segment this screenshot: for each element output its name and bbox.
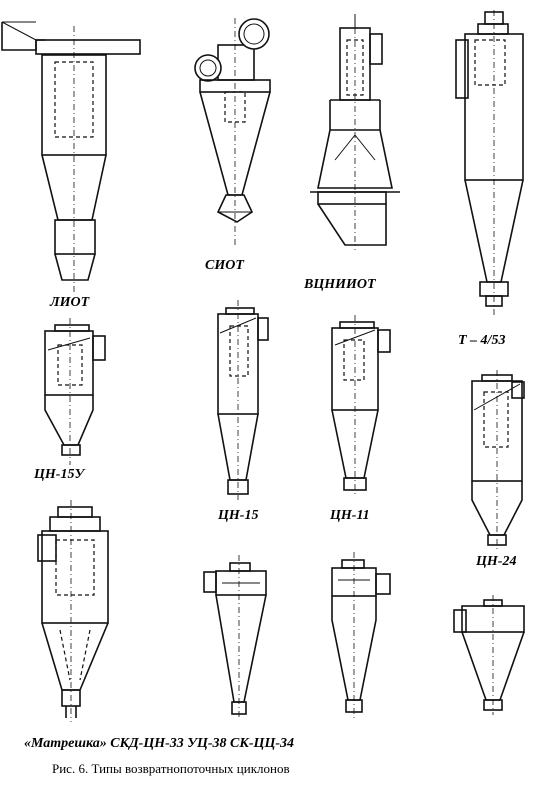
cyclone-sk-tsts-34 — [453, 595, 525, 715]
label-tsn15: ЦН-15 — [218, 508, 259, 523]
cyclone-matreshka — [37, 500, 109, 722]
cyclone-t453 — [455, 10, 524, 315]
label-siot: СИОТ — [205, 258, 244, 273]
label-tsn11: ЦН-11 — [330, 508, 370, 523]
cyclone-siot — [194, 18, 271, 245]
figure-caption: Рис. 6. Типы возвратнопоточных циклонов — [52, 761, 290, 776]
label-tsn24: ЦН-24 — [476, 554, 517, 569]
cyclone-tsn15u — [44, 318, 106, 465]
cyclone-skd-tsn-33 — [203, 555, 267, 720]
label-bottom-row: «Матрешка» СКД-ЦН-33 УЦ-38 СК-ЦЦ-34 — [24, 736, 294, 751]
label-liot: ЛИОТ — [50, 295, 90, 310]
label-t453: Т – 4/53 — [458, 333, 506, 348]
cyclone-tsn24 — [471, 370, 525, 550]
label-vtsniiot: ВЦНИИОТ — [304, 277, 376, 292]
cyclone-vtsniiot — [310, 14, 400, 250]
cyclone-uts-38 — [331, 552, 391, 718]
label-tsn15u: ЦН-15У — [34, 467, 85, 482]
cyclone-tsn11 — [331, 315, 391, 495]
cyclone-tsn15 — [217, 300, 269, 500]
cyclone-liot — [1, 21, 141, 295]
